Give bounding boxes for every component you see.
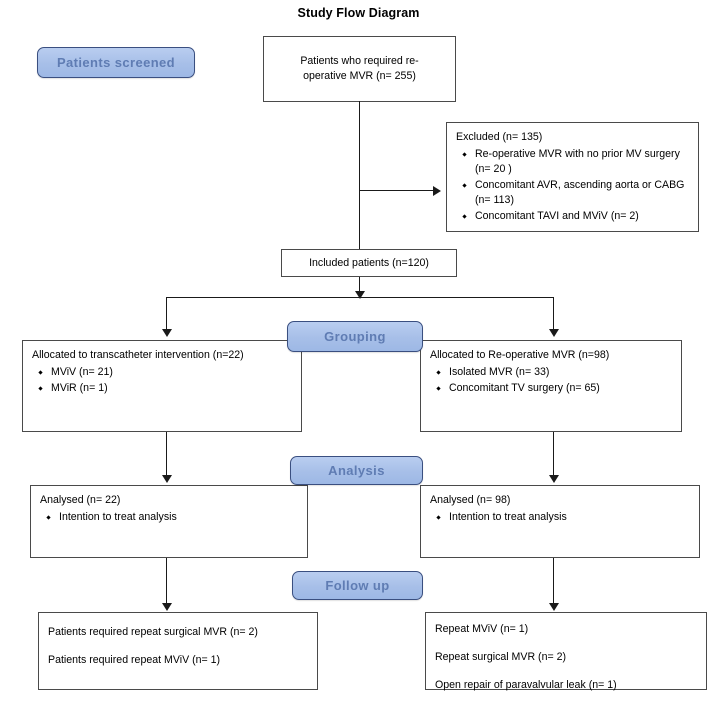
node-included-patients: Included patients (n=120)	[281, 249, 457, 277]
analysed-left-list: Intention to treat analysis	[40, 510, 299, 525]
stage-badge-patients-screened: Patients screened	[37, 47, 195, 78]
list-item: MViV (n= 21)	[38, 365, 293, 380]
node-allocated-transcatheter: Allocated to transcatheter intervention …	[22, 340, 302, 432]
stage-badge-analysis: Analysis	[290, 456, 423, 485]
enrolment-line-2: operative MVR (n= 255)	[303, 70, 416, 82]
stage-badge-label: Follow up	[325, 578, 390, 593]
list-item: Concomitant TAVI and MViV (n= 2)	[462, 209, 690, 224]
stage-badge-follow-up: Follow up	[292, 571, 423, 600]
stage-badge-label: Patients screened	[56, 55, 176, 70]
allocated-right-header: Allocated to Re-operative MVR (n=98)	[430, 349, 610, 361]
stage-badge-label: Grouping	[324, 329, 386, 344]
excluded-list: Re-operative MVR with no prior MV surger…	[456, 147, 690, 224]
analysed-right-header: Analysed (n= 98)	[430, 494, 511, 506]
arrow-right-icon	[433, 186, 441, 196]
connector-enrolment-to-included	[359, 101, 360, 249]
arrow-down-icon	[162, 475, 172, 483]
followup-right-line: Open repair of paravalvular leak (n= 1)	[435, 679, 617, 691]
connector-analysed-left-to-followup	[166, 558, 167, 604]
list-item: Isolated MVR (n= 33)	[436, 365, 673, 380]
analysed-left-header: Analysed (n= 22)	[40, 494, 121, 506]
node-excluded: Excluded (n= 135) Re-operative MVR with …	[446, 122, 699, 232]
excluded-header: Excluded (n= 135)	[456, 131, 543, 143]
list-item: Concomitant TV surgery (n= 65)	[436, 381, 673, 396]
connector-analysed-right-to-followup	[553, 558, 554, 604]
node-followup-reoperative-mvr: Repeat MViV (n= 1) Repeat surgical MVR (…	[425, 612, 707, 691]
followup-left-line: Patients required repeat MViV (n= 1)	[48, 654, 221, 666]
allocated-left-list: MViV (n= 21) MViR (n= 1)	[32, 365, 293, 396]
node-analysed-reoperative-mvr: Analysed (n= 98) Intention to treat anal…	[420, 485, 700, 558]
analysed-right-list: Intention to treat analysis	[430, 510, 691, 525]
arrow-down-icon	[549, 475, 559, 483]
connector-branch-to-excluded	[359, 190, 434, 191]
list-item: Intention to treat analysis	[436, 510, 691, 525]
node-allocated-reoperative-mvr: Allocated to Re-operative MVR (n=98) Iso…	[420, 340, 682, 432]
list-item: Intention to treat analysis	[46, 510, 299, 525]
arrow-down-icon	[162, 603, 172, 611]
connector-split-right	[553, 297, 554, 330]
included-patients-text: Included patients (n=120)	[309, 256, 429, 269]
allocated-left-header: Allocated to transcatheter intervention …	[32, 349, 244, 361]
stage-badge-label: Analysis	[328, 463, 385, 478]
arrow-down-icon	[549, 329, 559, 337]
connector-allocated-right-to-analysed	[553, 432, 554, 476]
list-item: Re-operative MVR with no prior MV surger…	[462, 147, 690, 177]
arrow-down-icon	[355, 291, 365, 299]
arrow-down-icon	[549, 603, 559, 611]
allocated-right-list: Isolated MVR (n= 33) Concomitant TV surg…	[430, 365, 673, 396]
enrolment-line-1: Patients who required re-	[300, 55, 419, 67]
followup-right-line: Repeat surgical MVR (n= 2)	[435, 651, 567, 663]
node-followup-transcatheter: Patients required repeat surgical MVR (n…	[38, 612, 318, 690]
connector-allocated-left-to-analysed	[166, 432, 167, 476]
arrow-down-icon	[162, 329, 172, 337]
list-item: Concomitant AVR, ascending aorta or CABG…	[462, 178, 690, 208]
node-analysed-transcatheter: Analysed (n= 22) Intention to treat anal…	[30, 485, 308, 558]
list-item: MViR (n= 1)	[38, 381, 293, 396]
followup-left-line: Patients required repeat surgical MVR (n…	[48, 626, 258, 638]
connector-split-left	[166, 297, 167, 330]
stage-badge-grouping: Grouping	[287, 321, 423, 352]
node-enrolment: Patients who required re- operative MVR …	[263, 36, 456, 102]
connector-included-down	[359, 277, 360, 293]
page-title: Study Flow Diagram	[297, 6, 420, 20]
followup-right-line: Repeat MViV (n= 1)	[435, 623, 529, 635]
